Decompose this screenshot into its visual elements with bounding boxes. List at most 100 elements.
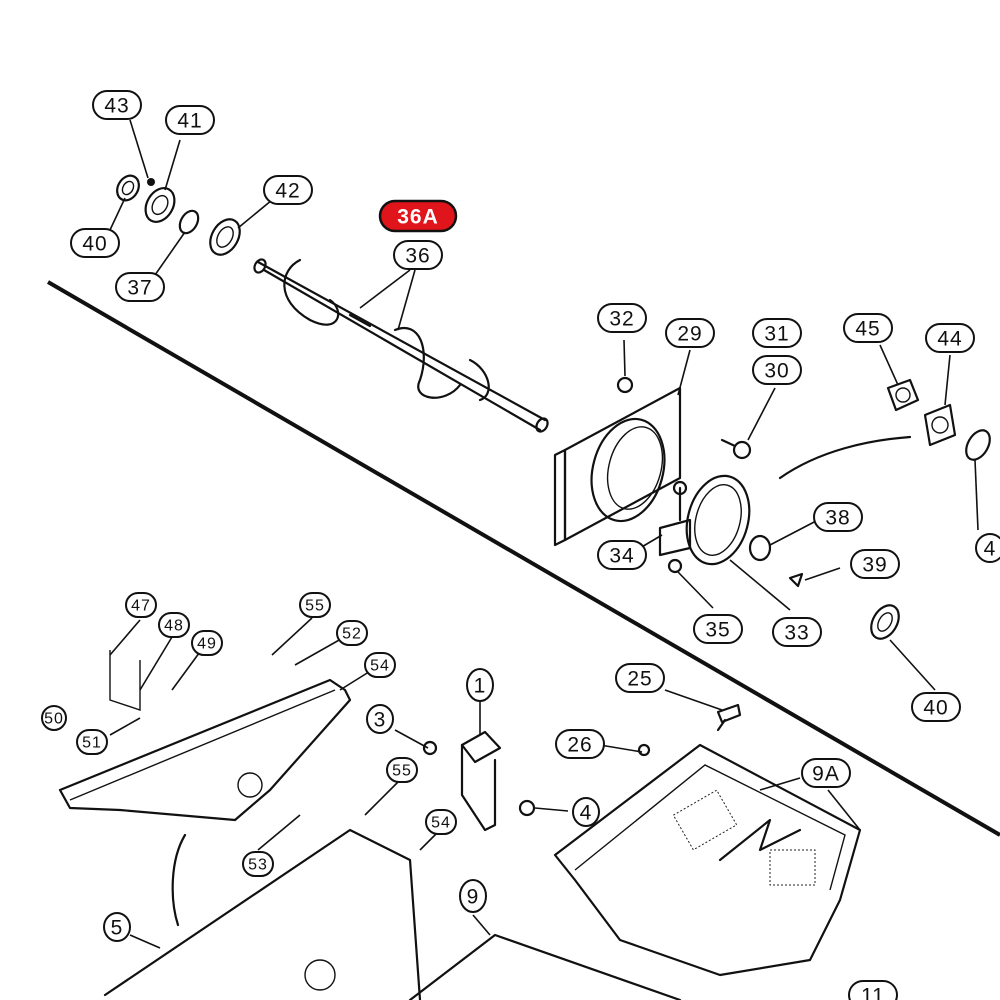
callout-label: 49: [197, 636, 217, 653]
section-divider-line: [46, 280, 1000, 837]
callout-label: 4: [580, 802, 593, 825]
bearing-42: [209, 218, 241, 256]
callout-bubble: [386, 757, 418, 783]
callout-c4partial: 4: [975, 533, 1000, 563]
callout-c40b: 40: [911, 692, 961, 722]
callout-c51: 51: [76, 729, 108, 755]
callout-bubble: [466, 668, 494, 702]
callout-c32: 32: [597, 303, 647, 333]
callout-label: 54: [370, 658, 390, 675]
callout-bubble: [459, 879, 487, 913]
callout-label: 35: [705, 619, 730, 642]
callout-label: 25: [627, 668, 652, 691]
callout-bubble: [752, 318, 802, 348]
callout-label: 55: [305, 598, 325, 615]
callout-label: 40: [923, 697, 948, 720]
auger-36: [253, 258, 549, 433]
flange-45: [886, 378, 920, 412]
housing-29: [553, 386, 682, 547]
callout-c40a: 40: [70, 228, 120, 258]
callout-label: 47: [131, 598, 151, 615]
callout-bubble: [772, 617, 822, 647]
nut-38: [748, 534, 772, 562]
washer-43: [147, 178, 155, 186]
callout-label: 32: [609, 308, 634, 331]
nut-4: [518, 799, 536, 817]
callout-bubble: [125, 592, 157, 618]
callout-bubble: [92, 90, 142, 120]
callout-c31: 31: [752, 318, 802, 348]
callout-c25: 25: [615, 663, 665, 693]
bolt-3: [422, 740, 438, 756]
callout-bubble: [191, 630, 223, 656]
callout-c34: 34: [597, 540, 647, 570]
clip-26: [637, 743, 651, 757]
callout-bubble: [425, 809, 457, 835]
callout-label: 31: [764, 323, 789, 346]
callout-label: 43: [104, 95, 129, 118]
callout-c38: 38: [813, 502, 863, 532]
callout-c47: 47: [125, 592, 157, 618]
callout-c9: 9: [459, 879, 487, 913]
callout-bubble: [615, 663, 665, 693]
callout-c4: 4: [572, 797, 600, 827]
callout-c45: 45: [843, 313, 893, 343]
callout-bubble: [263, 175, 313, 205]
callout-bubble: [843, 313, 893, 343]
callout-bubble: [41, 705, 67, 731]
callout-label: 26: [567, 734, 592, 757]
callout-bubble: [925, 323, 975, 353]
callout-label: 40: [82, 233, 107, 256]
callout-bubble: [366, 704, 394, 734]
cover-panel: [58, 650, 352, 822]
callout-bubble: [665, 318, 715, 348]
callout-label: 45: [855, 318, 880, 341]
callout-label: 42: [275, 180, 300, 203]
callout-c36: 36: [393, 240, 443, 270]
callout-c29: 29: [665, 318, 715, 348]
callout-bubble: [336, 620, 368, 646]
callout-label: 55: [392, 763, 412, 780]
callout-label: 53: [248, 857, 268, 874]
callout-c5: 5: [103, 912, 131, 942]
callout-label: 39: [862, 554, 887, 577]
callout-c53: 53: [242, 851, 274, 877]
callout-c26: 26: [555, 729, 605, 759]
callout-label: 48: [164, 618, 184, 635]
callout-c9a: 9A: [801, 758, 851, 788]
seal-40-upper: [116, 174, 140, 202]
callout-c30: 30: [752, 355, 802, 385]
leader-lines: [109, 119, 979, 949]
callout-c54b: 54: [425, 809, 457, 835]
callout-c11: 11: [848, 980, 898, 1000]
callout-bubble: [975, 533, 1000, 563]
callout-label: 38: [825, 507, 850, 530]
callout-bubble: [597, 540, 647, 570]
callout-c1: 1: [466, 668, 494, 702]
callout-label: 4: [984, 538, 997, 561]
callout-bubble: [572, 797, 600, 827]
callout-bubble: [378, 199, 458, 233]
callout-bubble: [76, 729, 108, 755]
bolt-25: [716, 703, 742, 732]
callout-bubble: [103, 912, 131, 942]
callout-label: 3: [374, 709, 387, 732]
callout-bubble: [555, 729, 605, 759]
callout-label: 52: [342, 626, 362, 643]
callout-label: 34: [609, 545, 634, 568]
gasket-44: [923, 403, 957, 447]
callout-c3: 3: [366, 704, 394, 734]
bearing-41: [144, 187, 176, 223]
callout-label: 5: [111, 917, 124, 940]
callout-bubble: [813, 502, 863, 532]
callout-bubble: [242, 851, 274, 877]
callout-bubble: [115, 272, 165, 302]
callout-c44: 44: [925, 323, 975, 353]
callout-c33: 33: [772, 617, 822, 647]
callout-label: 9: [467, 886, 480, 909]
bearing-right-edge: [965, 429, 991, 461]
bolt-30: [720, 438, 752, 460]
callout-c52: 52: [336, 620, 368, 646]
bracket-1: [460, 730, 502, 832]
